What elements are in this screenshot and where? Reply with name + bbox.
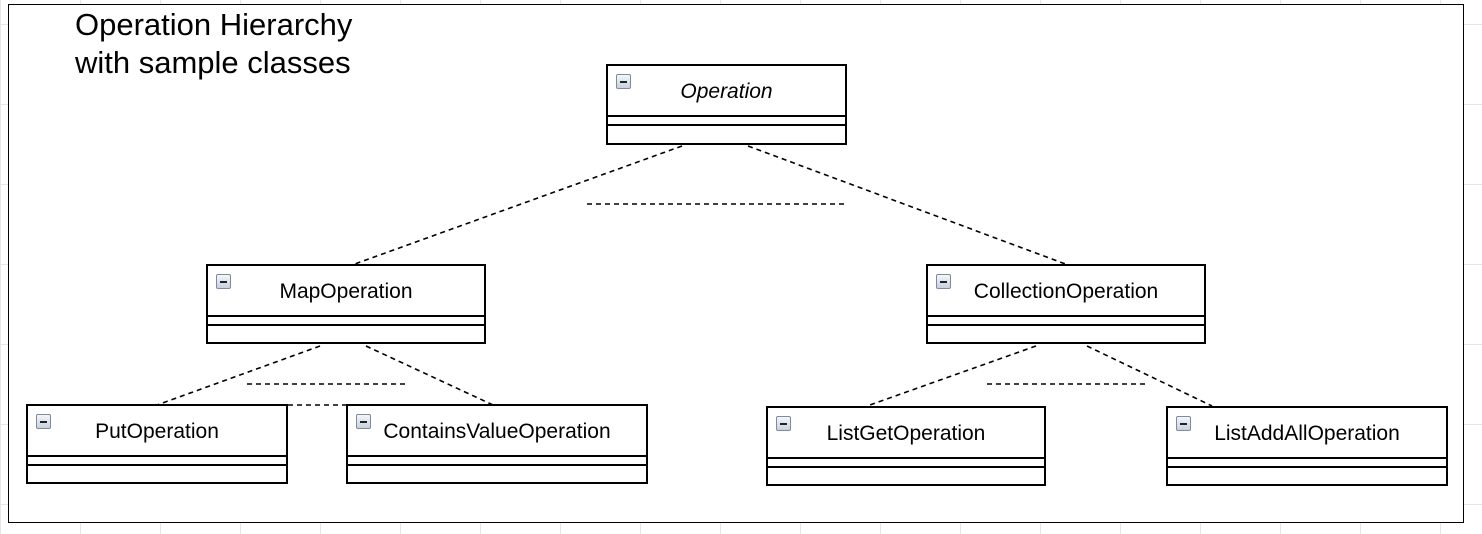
collapse-icon[interactable] (616, 74, 631, 89)
methods-divider (928, 324, 1204, 326)
collapse-icon[interactable] (776, 416, 791, 431)
link-mapoperation-operation (351, 145, 683, 266)
class-listgetoperation[interactable]: ListGetOperation (766, 406, 1046, 486)
attributes-divider (928, 315, 1204, 317)
attributes-divider (348, 455, 646, 457)
class-name-operation: Operation (680, 80, 773, 103)
class-putoperation[interactable]: PutOperation (26, 404, 288, 484)
class-name-listgetoperation: ListGetOperation (826, 422, 986, 445)
collapse-icon[interactable] (1176, 416, 1191, 431)
title-line-2: with sample classes (75, 45, 351, 80)
link-listaddalloperation-collectionoperation (1086, 345, 1213, 407)
class-operation[interactable]: Operation (606, 64, 847, 145)
attributes-divider (1168, 457, 1446, 459)
class-name-containsvalueoperation: ContainsValueOperation (383, 420, 611, 443)
collapse-icon[interactable] (36, 414, 51, 429)
diagram-title: Operation Hierarchy with sample classes (75, 6, 352, 82)
methods-divider (608, 124, 845, 126)
class-collectionoperation[interactable]: CollectionOperation (926, 264, 1206, 344)
attributes-divider (208, 315, 484, 317)
class-name-listaddalloperation: ListAddAllOperation (1214, 422, 1400, 445)
methods-divider (768, 466, 1044, 468)
methods-divider (208, 324, 484, 326)
attributes-divider (28, 455, 286, 457)
class-name-mapoperation: MapOperation (279, 280, 413, 303)
methods-divider (1168, 466, 1446, 468)
methods-divider (348, 464, 646, 466)
collapse-icon[interactable] (216, 274, 231, 289)
collapse-icon[interactable] (936, 274, 951, 289)
class-mapoperation[interactable]: MapOperation (206, 264, 486, 344)
class-containsvalueoperation[interactable]: ContainsValueOperation (346, 404, 648, 484)
link-putoperation-mapoperation (156, 345, 321, 406)
attributes-divider (608, 115, 845, 117)
link-collectionoperation-operation (747, 145, 1069, 266)
attributes-divider (768, 457, 1044, 459)
class-name-collectionoperation: CollectionOperation (973, 280, 1159, 303)
class-name-putoperation: PutOperation (95, 420, 219, 443)
methods-divider (28, 464, 286, 466)
title-line-1: Operation Hierarchy (75, 7, 353, 42)
class-listaddalloperation[interactable]: ListAddAllOperation (1166, 406, 1448, 486)
link-containsvalueoperation-mapoperation (365, 345, 494, 406)
collapse-icon[interactable] (356, 414, 371, 429)
link-listgetoperation-collectionoperation (866, 345, 1037, 407)
